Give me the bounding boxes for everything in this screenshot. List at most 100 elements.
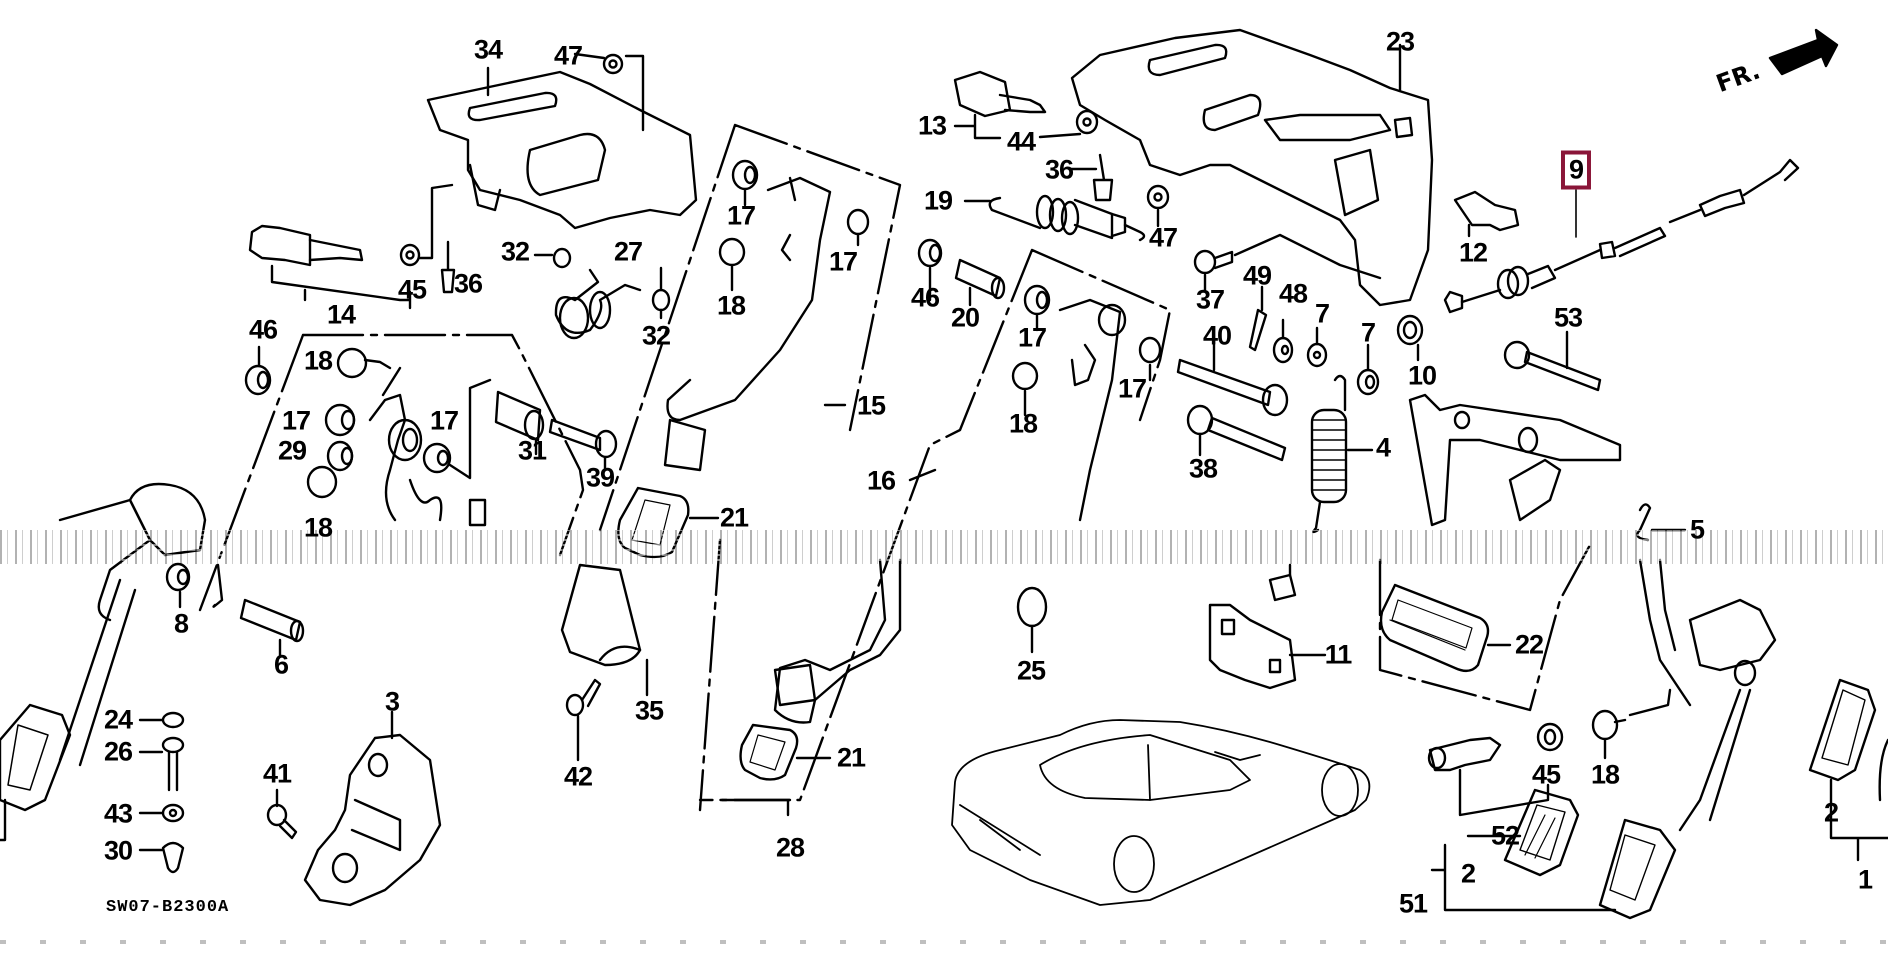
pad-22-drawing xyxy=(1379,583,1490,673)
diagram-code: SW07-B2300A xyxy=(106,898,230,917)
callout-10[interactable]: 10 xyxy=(1407,360,1437,391)
callout-26[interactable]: 26 xyxy=(103,736,133,767)
callout-48[interactable]: 48 xyxy=(1278,278,1308,309)
callout-17[interactable]: 17 xyxy=(281,405,311,436)
callout-39[interactable]: 39 xyxy=(585,462,615,493)
hardware-stack-drawing xyxy=(161,711,185,874)
callout-7[interactable]: 7 xyxy=(1314,298,1330,329)
callout-6[interactable]: 6 xyxy=(273,649,289,680)
pedal-35-drawing xyxy=(560,563,642,667)
spring-27-drawing xyxy=(552,247,671,340)
collar-6-drawing xyxy=(239,598,305,643)
callout-34[interactable]: 34 xyxy=(473,34,503,65)
callout-18d[interactable]: 18 xyxy=(1008,408,1038,439)
callout-4[interactable]: 4 xyxy=(1375,432,1391,463)
callout-46[interactable]: 46 xyxy=(248,314,278,345)
callout-43[interactable]: 43 xyxy=(103,798,133,829)
callout-18b[interactable]: 18 xyxy=(303,512,333,543)
callout-23[interactable]: 23 xyxy=(1385,26,1415,57)
callout-30[interactable]: 30 xyxy=(103,835,133,866)
leader-52-45 xyxy=(1458,768,1550,817)
callout-28[interactable]: 28 xyxy=(775,832,805,863)
callout-49[interactable]: 49 xyxy=(1242,260,1272,291)
callout-18c[interactable]: 18 xyxy=(716,290,746,321)
seal-10-drawing xyxy=(1396,314,1424,346)
callout-8[interactable]: 8 xyxy=(173,608,189,639)
bracket-11-drawing xyxy=(1208,573,1297,690)
callout-46b[interactable]: 46 xyxy=(910,282,940,313)
callout-32[interactable]: 32 xyxy=(500,236,530,267)
bolt-42-drawing xyxy=(565,678,602,717)
leader-1-2-right xyxy=(1829,778,1888,862)
spring-4-drawing xyxy=(1310,374,1348,534)
callout-17e[interactable]: 17 xyxy=(1017,322,1047,353)
callout-1[interactable]: 1 xyxy=(1857,864,1873,895)
callout-17f[interactable]: 17 xyxy=(1117,373,1147,404)
callout-35[interactable]: 35 xyxy=(634,695,664,726)
callout-27[interactable]: 27 xyxy=(613,236,643,267)
callout-17d[interactable]: 17 xyxy=(828,246,858,277)
callout-19[interactable]: 19 xyxy=(923,185,953,216)
callout-7b[interactable]: 7 xyxy=(1360,317,1376,348)
callout-47[interactable]: 47 xyxy=(553,40,583,71)
callout-51[interactable]: 51 xyxy=(1398,888,1428,919)
collar-20-drawing xyxy=(954,258,1006,300)
callout-40[interactable]: 40 xyxy=(1202,320,1232,351)
callout-36[interactable]: 36 xyxy=(453,268,483,299)
accelerator-assembly-right-drawing xyxy=(1503,558,1777,920)
callout-17b[interactable]: 17 xyxy=(429,405,459,436)
pad-21a-drawing xyxy=(617,486,690,559)
callout-11[interactable]: 11 xyxy=(1324,639,1353,670)
callout-45b[interactable]: 45 xyxy=(1531,759,1561,790)
callout-47b[interactable]: 47 xyxy=(1148,222,1178,253)
leader-14 xyxy=(270,264,412,310)
leader-32 xyxy=(533,253,663,320)
callout-41[interactable]: 41 xyxy=(262,758,292,789)
callout-2b[interactable]: 2 xyxy=(1823,797,1839,828)
callout-2[interactable]: 2 xyxy=(1460,858,1476,889)
callout-24[interactable]: 24 xyxy=(103,704,133,735)
accelerator-bracket-drawing xyxy=(1408,393,1622,527)
callout-31[interactable]: 31 xyxy=(517,435,547,466)
callout-18e[interactable]: 18 xyxy=(1590,759,1620,790)
callout-18[interactable]: 18 xyxy=(303,345,333,376)
washer-48-drawing xyxy=(1272,336,1294,364)
callout-21b[interactable]: 21 xyxy=(836,742,866,773)
callout-44[interactable]: 44 xyxy=(1006,126,1036,157)
callout-20[interactable]: 20 xyxy=(950,302,980,333)
callout-14[interactable]: 14 xyxy=(326,299,356,330)
callout-12[interactable]: 12 xyxy=(1458,237,1488,268)
bracket-23-drawing xyxy=(1070,28,1434,307)
callout-16[interactable]: 16 xyxy=(866,465,896,496)
assembly-outline-14 xyxy=(198,333,585,612)
callout-45[interactable]: 45 xyxy=(397,274,427,305)
callout-15[interactable]: 15 xyxy=(856,390,886,421)
callout-21[interactable]: 21 xyxy=(719,502,749,533)
callout-22[interactable]: 22 xyxy=(1514,629,1544,660)
callout-32b[interactable]: 32 xyxy=(641,320,671,351)
callout-52[interactable]: 52 xyxy=(1490,820,1520,851)
leaders-15 xyxy=(730,188,860,407)
assembly-outline-16 xyxy=(698,248,1172,802)
spring-19-drawing xyxy=(988,194,1146,242)
callout-37[interactable]: 37 xyxy=(1195,284,1225,315)
leader-51-2 xyxy=(1430,834,1617,912)
callout-5[interactable]: 5 xyxy=(1689,514,1705,545)
callout-36b[interactable]: 36 xyxy=(1044,154,1074,185)
bolt-37-drawing xyxy=(1193,249,1234,275)
callout-38[interactable]: 38 xyxy=(1188,453,1218,484)
leader-13-44 xyxy=(953,113,1082,140)
assembly-outline-22 xyxy=(1378,543,1592,712)
sensor-52-drawing xyxy=(1427,736,1502,772)
callout-29[interactable]: 29 xyxy=(277,435,307,466)
callout-42[interactable]: 42 xyxy=(563,761,593,792)
callout-3[interactable]: 3 xyxy=(384,686,400,717)
bolt-53-drawing xyxy=(1503,340,1602,392)
front-arrow-icon xyxy=(1768,28,1839,76)
callout-13[interactable]: 13 xyxy=(917,110,947,141)
callout-53[interactable]: 53 xyxy=(1553,302,1583,333)
callout-25[interactable]: 25 xyxy=(1016,655,1046,686)
callout-17c[interactable]: 17 xyxy=(726,200,756,231)
callout-9-highlighted[interactable]: 9 xyxy=(1560,150,1592,190)
